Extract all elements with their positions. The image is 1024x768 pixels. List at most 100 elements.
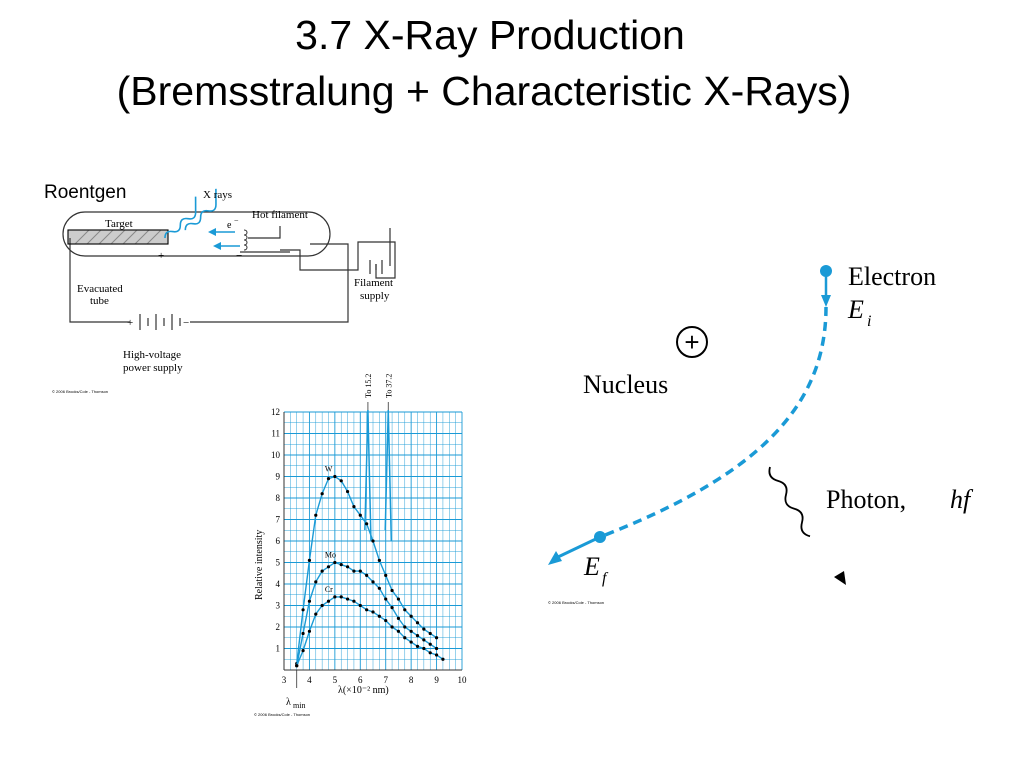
data-point: [301, 608, 305, 612]
y-tick-label: 8: [276, 493, 281, 503]
bremsstrahlung-diagram: + Nucleus Electron E i Photon, hf E f © …: [548, 262, 974, 605]
electron-path: [599, 306, 828, 539]
data-point: [377, 586, 381, 590]
tube-copyright: © 2006 Brooks/Cole - Thomson: [52, 389, 108, 394]
data-point: [326, 565, 331, 569]
data-point: [415, 621, 420, 625]
xray-tube-diagram: X rays Target Hot filament e − + − Evacu…: [52, 188, 396, 394]
y-tick-label: 12: [271, 407, 280, 417]
data-point: [345, 489, 350, 494]
data-point: [422, 638, 426, 642]
data-point: [403, 625, 407, 629]
data-point: [365, 573, 369, 577]
data-point: [396, 597, 401, 601]
data-point: [333, 595, 337, 599]
data-point: [358, 603, 362, 608]
data-point: [301, 631, 305, 636]
data-point: [409, 629, 413, 633]
y-tick-label: 4: [276, 579, 281, 589]
series-line-cr: [296, 596, 444, 666]
electron-charge: −: [234, 216, 239, 225]
lambda-min-sub: min: [293, 701, 305, 710]
ei-label: E: [847, 295, 864, 324]
data-point: [415, 644, 420, 648]
x-tick-label: 8: [409, 675, 414, 685]
nucleus-label: Nucleus: [583, 370, 668, 399]
series-label-cr: Cr: [325, 585, 333, 594]
data-point: [409, 614, 413, 618]
target-label: Target: [105, 218, 133, 230]
data-point: [365, 608, 369, 612]
x-axis-label: λ(×10⁻² nm): [338, 685, 389, 696]
nucleus-circle: [676, 326, 708, 358]
chart-axes: [283, 412, 462, 688]
xray-wave-2: [184, 188, 217, 231]
data-point: [396, 629, 401, 633]
y-tick-label: 2: [276, 622, 281, 632]
data-point: [371, 610, 375, 614]
data-point: [333, 474, 337, 479]
ef-subscript: f: [602, 570, 609, 587]
data-point: [320, 492, 324, 496]
x-tick-label: 5: [333, 675, 338, 685]
brems-copyright: © 2006 Brooks/Cole - Thomson: [548, 600, 604, 605]
data-point: [396, 616, 401, 620]
electron-arrows: [208, 228, 240, 250]
data-point: [301, 649, 305, 653]
data-point: [358, 513, 362, 517]
data-point: [384, 618, 388, 623]
data-point: [339, 595, 343, 599]
data-point: [326, 599, 331, 603]
data-point: [384, 597, 388, 601]
chart-series: [295, 402, 445, 668]
data-point: [409, 640, 413, 644]
peak-annotation: To 37.2: [384, 374, 393, 398]
x-tick-label: 7: [383, 675, 388, 685]
series-label-w: W: [325, 465, 333, 474]
xray-wave-1: [164, 196, 197, 239]
y-tick-label: 11: [271, 429, 280, 439]
characteristic-peak: [364, 409, 372, 542]
data-point: [441, 657, 445, 661]
x-tick-label: 9: [434, 675, 439, 685]
data-point: [339, 563, 343, 567]
data-point: [377, 558, 381, 562]
data-point: [434, 636, 439, 640]
hv-supply-label-1: High-voltage: [123, 349, 181, 361]
data-point: [352, 599, 356, 603]
data-point: [326, 477, 331, 481]
data-point: [295, 664, 299, 668]
data-point: [428, 651, 432, 655]
data-point: [390, 588, 394, 593]
data-point: [345, 565, 350, 569]
data-point: [358, 569, 362, 573]
data-point: [314, 612, 318, 616]
evacuated-label: Evacuated: [77, 283, 123, 295]
data-point: [339, 479, 343, 483]
nucleus-plus: +: [684, 327, 699, 357]
data-point: [390, 606, 394, 610]
target-plus-label: +: [158, 250, 164, 262]
photon-wave: [768, 466, 811, 538]
filament-supply-label-1: Filament: [354, 277, 393, 289]
data-point: [307, 599, 312, 603]
filament-coil: [243, 229, 248, 251]
x-tick-label: 10: [458, 675, 468, 685]
data-point: [307, 629, 312, 633]
y-tick-label: 9: [276, 472, 281, 482]
data-point: [320, 603, 324, 608]
hot-filament-label: Hot filament: [252, 209, 308, 221]
data-point: [434, 646, 439, 651]
ef-label: E: [583, 552, 600, 581]
data-point: [307, 558, 312, 562]
filament-supply-label-2: supply: [360, 290, 390, 302]
data-point: [352, 505, 356, 509]
slide-title-line1: 3.7 X-Ray Production: [295, 12, 685, 58]
data-point: [384, 573, 388, 577]
y-tick-label: 5: [276, 558, 281, 568]
hv-minus-label: −: [183, 317, 189, 329]
data-point: [428, 631, 432, 636]
hv-wire-right: [190, 243, 349, 323]
